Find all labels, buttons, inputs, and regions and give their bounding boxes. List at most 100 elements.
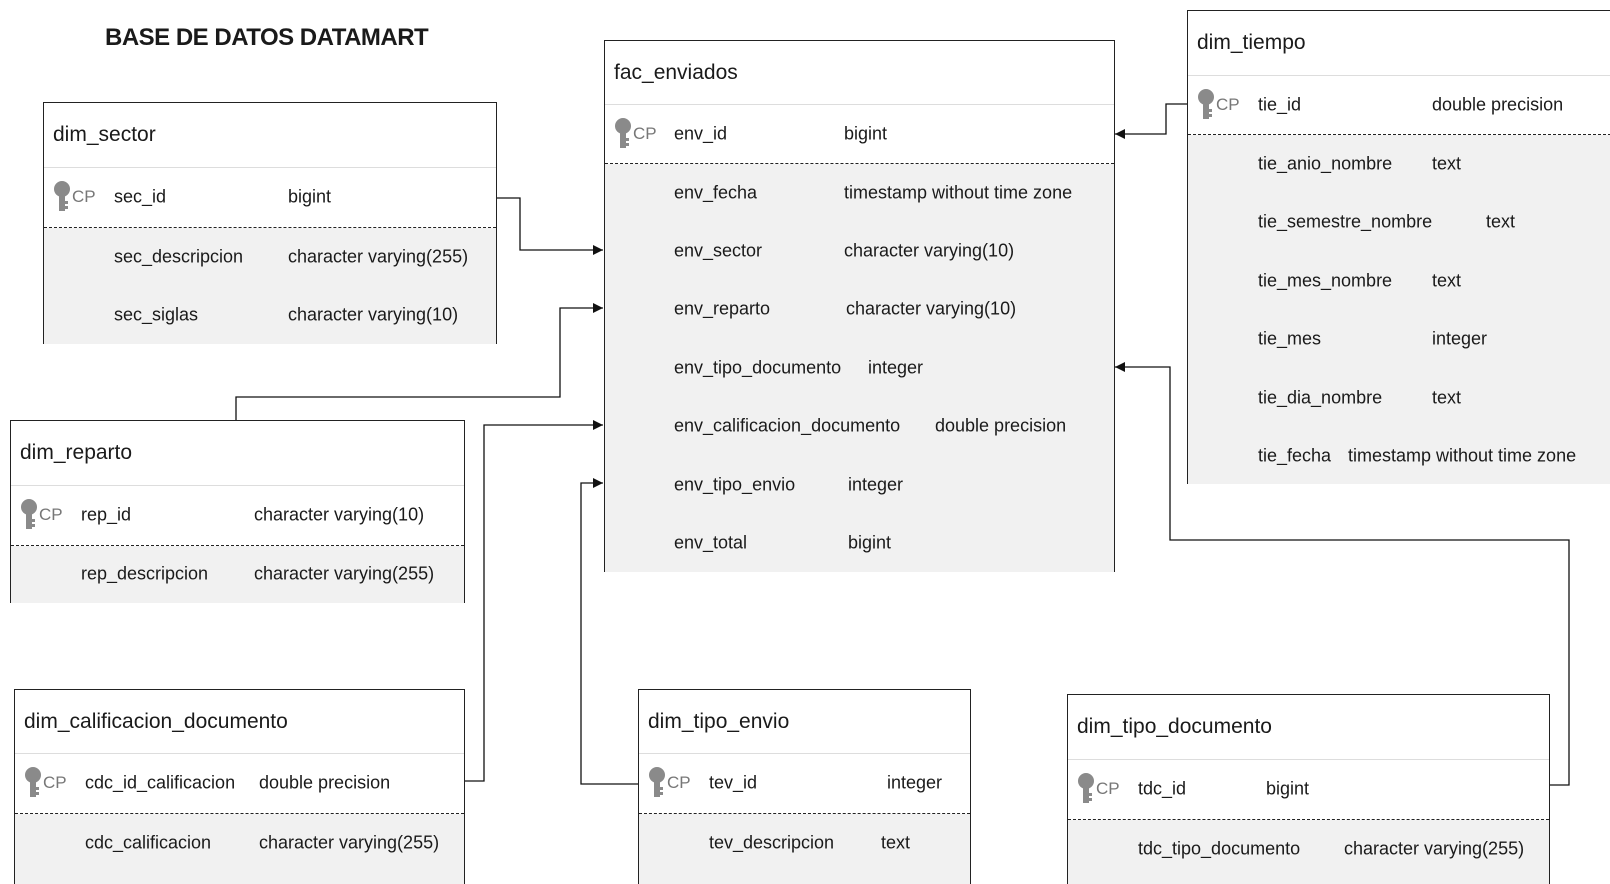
column-type: character varying(255)	[288, 246, 469, 267]
primary-key-icon: CP	[648, 766, 691, 800]
column-name: env_id	[674, 123, 728, 144]
table-dim-calificacion-documento[interactable]: dim_calificacion_documento CP cdc_id_cal…	[14, 689, 465, 884]
table-dim-tipo-documento[interactable]: dim_tipo_documento CP tdc_id bigint tdc_t…	[1067, 694, 1550, 884]
column-name: tie_dia_nombre	[1258, 387, 1383, 408]
table-name: dim_tipo_envio	[648, 709, 790, 733]
table-name: dim_sector	[53, 123, 156, 146]
column-name: tie_fecha	[1258, 445, 1332, 466]
column-type: timestamp without time zone	[844, 182, 1073, 203]
column-name: env_fecha	[674, 182, 758, 203]
table-header: dim_sector	[44, 103, 496, 168]
pk-section: CP env_id bigint	[605, 105, 1114, 164]
column-name: env_reparto	[674, 298, 771, 319]
column-type: integer	[887, 772, 943, 793]
primary-key-icon: CP	[20, 498, 63, 532]
column-type: text	[1432, 270, 1462, 291]
table-dim-reparto[interactable]: dim_reparto CP rep_id character varying(1…	[10, 420, 465, 603]
table-header: dim_tipo_envio	[639, 690, 970, 754]
table-name: dim_calificacion_documento	[24, 709, 288, 733]
column-type: integer	[1432, 328, 1488, 349]
table-fac-enviados[interactable]: fac_enviados CP env_id bigint env_fecha t…	[604, 40, 1115, 572]
pk-section: CP cdc_id_calificacion double precision	[15, 754, 464, 814]
column-name: tdc_id	[1138, 778, 1187, 799]
pk-section: CP tdc_id bigint	[1068, 760, 1549, 820]
column-name: rep_id	[81, 504, 132, 525]
attribute-section: rep_descripcion character varying(255)	[11, 546, 464, 603]
pk-tag: CP	[1216, 95, 1240, 114]
column-name: tdc_tipo_documento	[1138, 838, 1301, 859]
rel-calificacion-line	[464, 420, 603, 782]
attribute-section: tev_descripcion text	[639, 814, 970, 884]
table-dim-tipo-envio[interactable]: dim_tipo_envio CP tev_id integer tev_desc…	[638, 689, 971, 884]
column-type: timestamp without time zone	[1348, 445, 1577, 466]
pk-tag: CP	[39, 505, 63, 524]
column-type: bigint	[1266, 778, 1310, 799]
table-header: dim_tiempo	[1188, 11, 1610, 76]
column-type: character varying(10)	[254, 504, 425, 525]
column-name: env_tipo_documento	[674, 357, 842, 378]
primary-key-icon: CP	[614, 117, 657, 151]
column-type: text	[881, 832, 911, 853]
table-header: fac_enviados	[605, 41, 1114, 105]
column-type: bigint	[844, 123, 888, 144]
pk-tag: CP	[1096, 779, 1120, 798]
pk-tag: CP	[72, 187, 96, 206]
pk-section: CP rep_id character varying(10)	[11, 486, 464, 546]
table-header: dim_tipo_documento	[1068, 695, 1549, 760]
column-name: cdc_id_calificacion	[85, 772, 236, 793]
rel-tiempo-line	[1115, 103, 1187, 139]
table-name: dim_reparto	[20, 441, 133, 464]
column-type: character varying(10)	[288, 304, 459, 325]
column-name: env_sector	[674, 240, 763, 261]
pk-tag: CP	[633, 124, 657, 143]
column-name: env_calificacion_documento	[674, 415, 901, 436]
column-name: tev_id	[709, 772, 758, 793]
primary-key-icon: CP	[24, 766, 67, 800]
column-name: sec_descripcion	[114, 246, 244, 267]
column-type: character varying(255)	[1344, 838, 1525, 859]
column-name: rep_descripcion	[81, 563, 209, 584]
table-header: dim_calificacion_documento	[15, 690, 464, 754]
attribute-section: tdc_tipo_documento character varying(255)	[1068, 820, 1549, 884]
column-name: tev_descripcion	[709, 832, 835, 853]
column-type: character varying(255)	[259, 832, 440, 853]
column-name: tie_id	[1258, 94, 1302, 115]
table-name: dim_tiempo	[1197, 31, 1306, 54]
attribute-section: cdc_calificacion character varying(255)	[15, 814, 464, 884]
table-dim-tiempo[interactable]: dim_tiempo CP tie_id double precision tie…	[1187, 10, 1610, 484]
pk-tag: CP	[667, 773, 691, 792]
pk-tag: CP	[43, 773, 67, 792]
column-type: character varying(10)	[846, 298, 1017, 319]
column-type: double precision	[259, 772, 391, 793]
attribute-section: env_fecha timestamp without time zone env…	[605, 164, 1114, 572]
table-dim-sector[interactable]: dim_sector CP sec_id bigint sec_descripci…	[43, 102, 497, 344]
column-name: env_total	[674, 532, 748, 553]
column-type: character varying(10)	[844, 240, 1015, 261]
pk-section: CP sec_id bigint	[44, 168, 496, 228]
rel-sector-line	[496, 197, 603, 255]
table-name: fac_enviados	[614, 60, 738, 84]
column-name: tie_mes	[1258, 328, 1322, 349]
column-type: bigint	[288, 186, 332, 207]
attribute-section: sec_descripcion character varying(255) se…	[44, 228, 496, 344]
pk-section: CP tie_id double precision	[1188, 76, 1610, 135]
column-type: integer	[868, 357, 924, 378]
table-name: dim_tipo_documento	[1077, 715, 1272, 738]
column-type: double precision	[1432, 94, 1564, 115]
column-name: sec_siglas	[114, 304, 199, 325]
column-name: tie_mes_nombre	[1258, 270, 1393, 291]
column-type: text	[1432, 387, 1462, 408]
diagram-title: BASE DE DATOS DATAMART	[105, 24, 429, 51]
primary-key-icon: CP	[1197, 88, 1240, 122]
column-name: sec_id	[114, 186, 167, 207]
column-type: double precision	[935, 415, 1067, 436]
column-type: character varying(255)	[254, 563, 435, 584]
column-type: text	[1486, 211, 1516, 232]
table-header: dim_reparto	[11, 421, 464, 486]
column-name: tie_anio_nombre	[1258, 153, 1393, 174]
column-type: integer	[848, 474, 904, 495]
pk-section: CP tev_id integer	[639, 754, 970, 814]
column-name: cdc_calificacion	[85, 832, 212, 853]
primary-key-icon: CP	[1077, 772, 1120, 806]
